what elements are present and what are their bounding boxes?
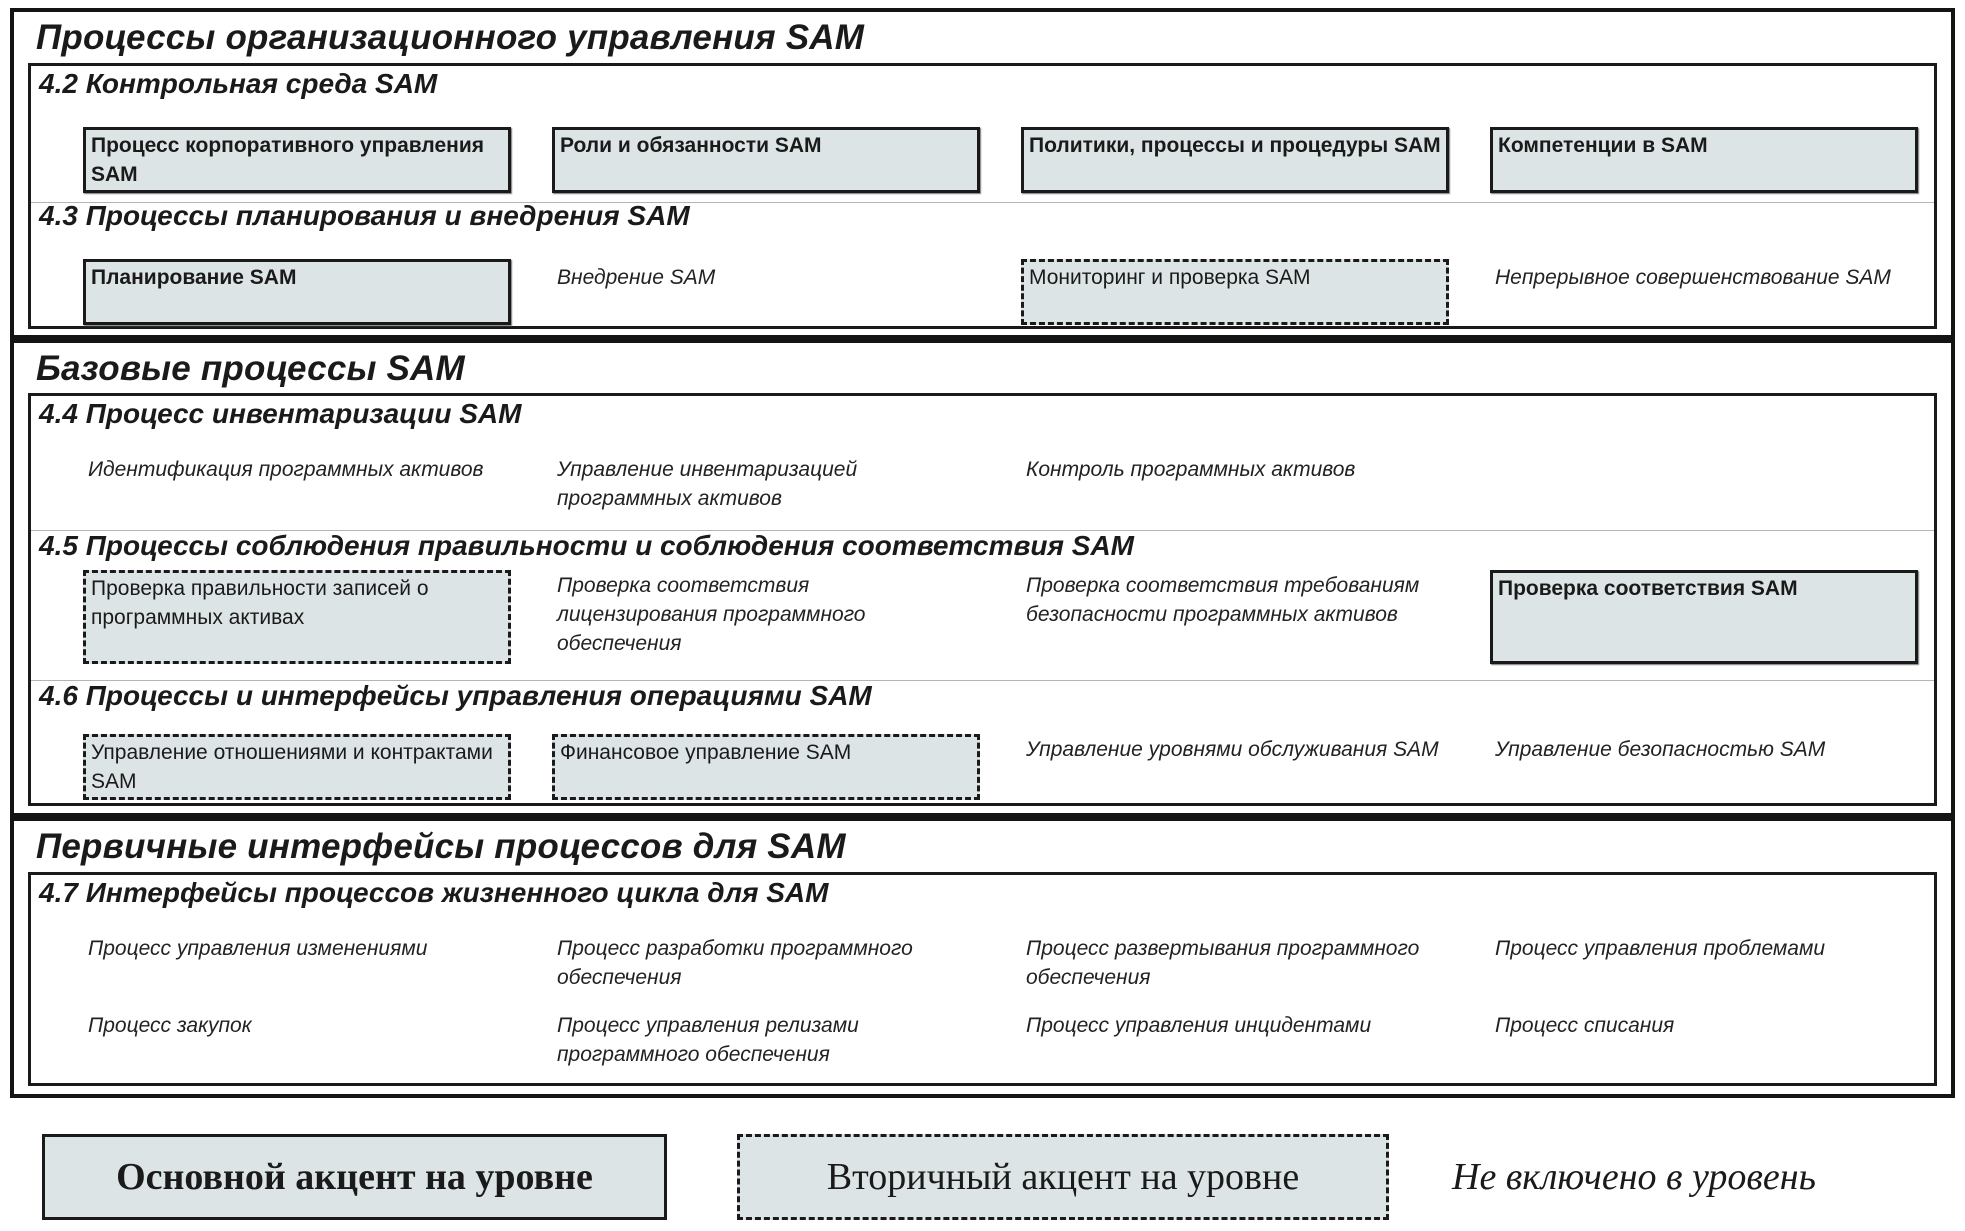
process-box: Компетенции в SAM	[1490, 127, 1918, 193]
process-label: Управление инвентаризацией программных а…	[557, 458, 858, 510]
process-box: Политики, процессы и процедуры SAM	[1021, 127, 1449, 193]
process-label: Процесс закупок	[88, 1014, 252, 1037]
process-box: Проверка правильности записей о программ…	[83, 570, 511, 664]
group-title-4-6: 4.6 Процессы и интерфейсы управления опе…	[39, 680, 872, 711]
process-label: Проверка соответствия лицензирования про…	[557, 574, 866, 655]
group-divider	[31, 680, 1934, 681]
process-label: Проверка соответствия требованиям безопа…	[1026, 574, 1420, 626]
section-title: Первичные интерфейсы процессов для SAM	[36, 827, 846, 866]
group-title-4-5: 4.5 Процессы соблюдения правильности и с…	[39, 530, 1135, 561]
group-4-7: 4.7 Интерфейсы процессов жизненного цикл…	[28, 872, 1937, 1086]
process-label: Процесс управления изменениями	[88, 937, 428, 960]
section-primary-interfaces: Первичные интерфейсы процессов для SAM 4…	[10, 817, 1955, 1098]
process-box: Процесс корпоративного управления SAM	[83, 127, 511, 193]
section-core-processes: Базовые процессы SAM 4.4 Процесс инвента…	[10, 339, 1955, 817]
process-label: Управление безопасностью SAM	[1495, 738, 1826, 761]
process-label: Процесс управления инцидентами	[1026, 1014, 1372, 1037]
process-label: Идентификация программных активов	[88, 458, 484, 481]
process-label: Контроль программных активов	[1026, 458, 1356, 481]
legend-none: Не включено в уровень	[1452, 1156, 1816, 1198]
legend-primary: Основной акцент на уровне	[42, 1134, 667, 1220]
process-label: Непрерывное совершенствование SAM	[1495, 266, 1891, 289]
group-divider	[31, 530, 1934, 531]
section-title: Процессы организационного управления SAM	[36, 18, 865, 57]
group-title-4-7: 4.7 Интерфейсы процессов жизненного цикл…	[39, 877, 829, 908]
section-title: Базовые процессы SAM	[36, 349, 465, 388]
process-box: Мониторинг и проверка SAM	[1021, 259, 1449, 325]
group-title-4-2: 4.2 Контрольная среда SAM	[39, 68, 438, 99]
group-title-4-3: 4.3 Процессы планирования и внедрения SA…	[39, 200, 690, 231]
group-divider	[31, 202, 1934, 203]
process-label: Внедрение SAM	[557, 266, 716, 289]
process-label: Процесс списания	[1495, 1014, 1675, 1037]
group-4-4-4-6: 4.4 Процесс инвентаризации SAM Идентифик…	[28, 393, 1937, 806]
process-label: Процесс разработки программного обеспече…	[557, 937, 913, 989]
section-organizational-management: Процессы организационного управления SAM…	[10, 8, 1955, 339]
group-title-4-4: 4.4 Процесс инвентаризации SAM	[39, 398, 522, 429]
process-box: Управление отношениями и контрактами SAM	[83, 734, 511, 800]
process-label: Управление уровнями обслуживания SAM	[1026, 738, 1439, 761]
process-box: Планирование SAM	[83, 259, 511, 325]
process-box: Проверка соответствия SAM	[1490, 570, 1918, 664]
process-label: Процесс управления релизами программного…	[557, 1014, 859, 1066]
process-label: Процесс развертывания программного обесп…	[1026, 937, 1420, 989]
group-4-2-4-3: 4.2 Контрольная среда SAM Процесс корпор…	[28, 63, 1937, 329]
process-label: Процесс управления проблемами	[1495, 937, 1826, 960]
process-box: Роли и обязанности SAM	[552, 127, 980, 193]
legend-secondary: Вторичный акцент на уровне	[737, 1134, 1389, 1220]
process-box: Финансовое управление SAM	[552, 734, 980, 800]
